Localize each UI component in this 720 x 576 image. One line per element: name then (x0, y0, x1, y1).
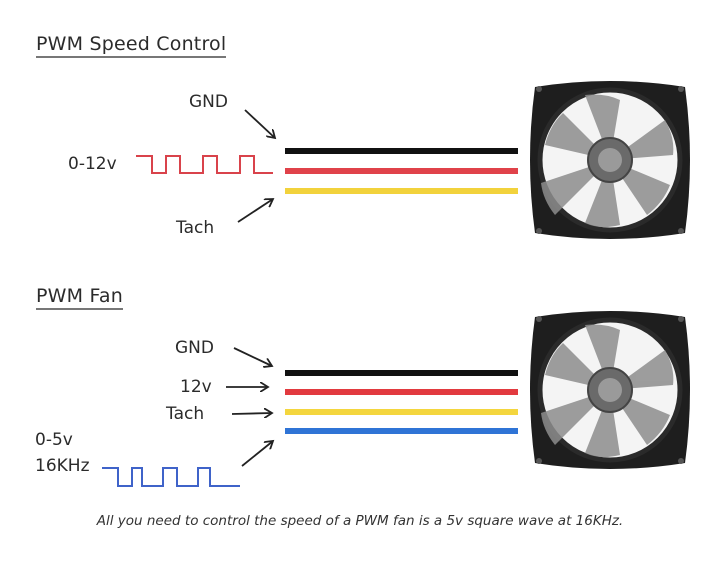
label-tach: Tach (176, 218, 215, 238)
label-tach-2: Tach (166, 404, 205, 424)
label-gnd-2: GND (175, 338, 214, 358)
wire-12v (285, 389, 518, 395)
wire-gnd-2 (285, 370, 518, 376)
label-signal-0-5v: 0-5v (35, 430, 73, 450)
arrow-pwm (241, 441, 273, 467)
label-signal-0-12v: 0-12v (68, 154, 117, 174)
wire-pwm (285, 428, 518, 434)
square-wave-12v (136, 155, 273, 174)
fan-image-2 (530, 311, 690, 469)
arrow-gnd-2 (233, 347, 272, 366)
label-gnd: GND (189, 92, 228, 112)
fan-image-1 (530, 81, 690, 239)
arrow-tach (237, 199, 273, 223)
square-wave-5v (102, 467, 240, 487)
caption: All you need to control the speed of a P… (96, 513, 624, 529)
wire-tach (285, 188, 518, 194)
arrow-gnd (244, 109, 275, 138)
section-title-pwm-fan: PWM Fan (36, 285, 123, 310)
wire-pwm-12v (285, 168, 518, 174)
wire-tach-2 (285, 409, 518, 415)
arrow-tach-2 (231, 413, 272, 414)
wire-gnd (285, 148, 518, 154)
label-12v: 12v (180, 377, 212, 397)
label-signal-16khz: 16KHz (35, 456, 90, 476)
section-title-pwm-speed-control: PWM Speed Control (36, 33, 227, 58)
